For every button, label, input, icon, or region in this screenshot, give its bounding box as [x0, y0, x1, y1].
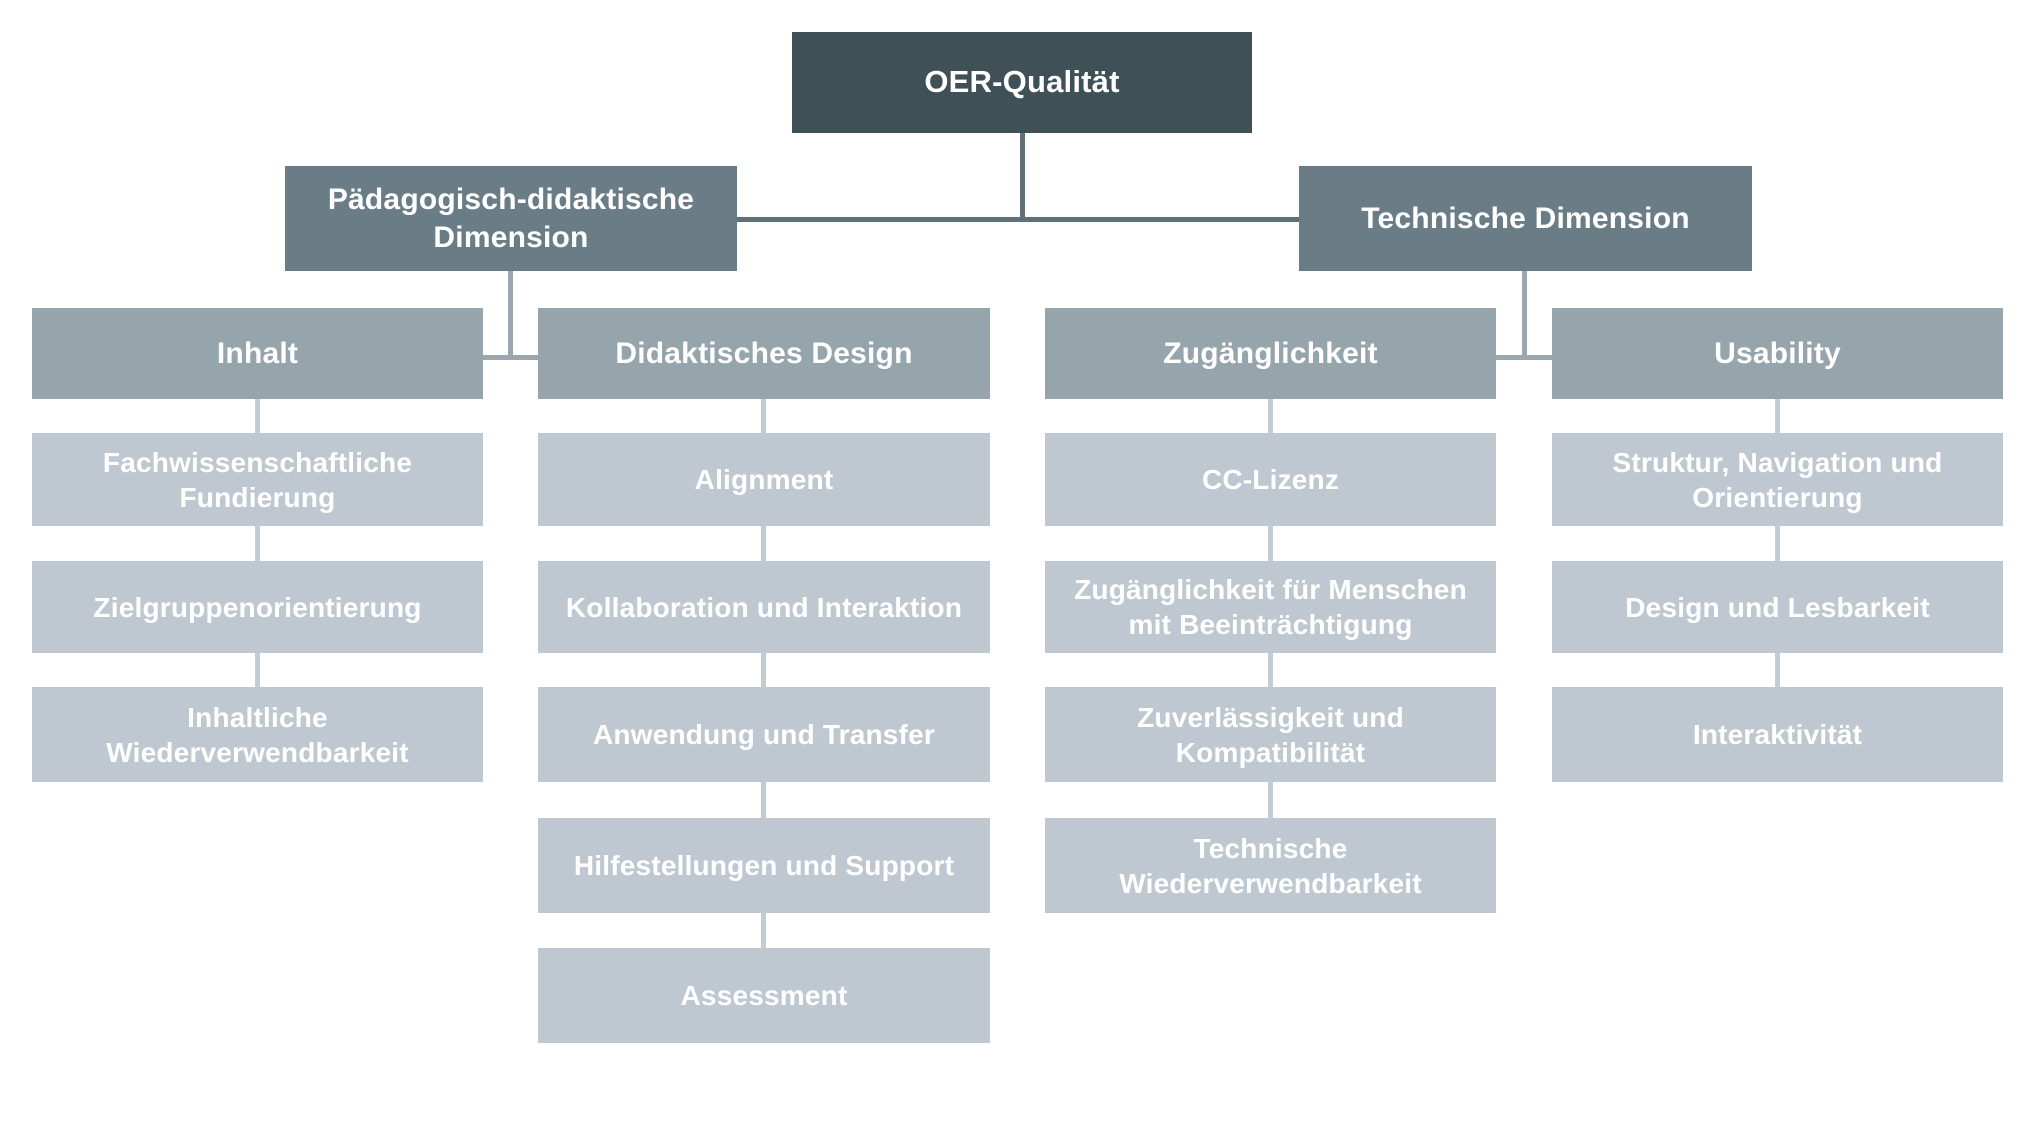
node-dimension-technisch[interactable]: Technische Dimension [1299, 166, 1752, 271]
node-category-zugaenglichkeit[interactable]: Zugänglichkeit [1045, 308, 1496, 399]
node-criterion[interactable]: Interaktivität [1552, 687, 2003, 782]
node-criterion-label: Struktur, Navigation und Orientierung [1612, 446, 1943, 513]
connector-left-dimension-stem [508, 270, 513, 358]
node-criterion-label: Zugänglichkeit für Menschen mit Beeinträ… [1074, 574, 1467, 640]
node-criterion[interactable]: Design und Lesbarkeit [1552, 561, 2003, 653]
connector-column-3-spine [1268, 782, 1273, 818]
connector-right-dimension-stem [1522, 270, 1527, 358]
connector-column-3-spine [1268, 526, 1273, 561]
connector-column-1-spine [255, 653, 260, 687]
connector-root-stem [1020, 133, 1025, 219]
connector-column-2-spine [761, 526, 766, 561]
node-criterion-label: Fachwissenschaftliche Fundierung [102, 446, 413, 513]
node-criterion-label: Technische Wiederverwendbarkeit [1119, 832, 1422, 899]
node-criterion-label: Anwendung und Transfer [593, 719, 935, 750]
connector-column-2-spine [761, 782, 766, 818]
node-criterion[interactable]: Struktur, Navigation und Orientierung [1552, 433, 2003, 526]
node-criterion-label: Interaktivität [1692, 719, 1863, 750]
node-criterion[interactable]: Zugänglichkeit für Menschen mit Beeinträ… [1045, 561, 1496, 653]
connector-column-1-spine [255, 399, 260, 433]
connector-column-3-spine [1268, 653, 1273, 687]
node-criterion[interactable]: Zielgruppenorientierung [32, 561, 483, 653]
node-criterion[interactable]: CC-Lizenz [1045, 433, 1496, 526]
node-root-label: OER-Qualität [924, 64, 1120, 100]
node-criterion-label: Zuverlässigkeit und Kompatibilität [1137, 701, 1404, 768]
node-dimension-label: Pädagogisch-didaktische Dimension [327, 183, 695, 254]
node-root-oer-qualitaet[interactable]: OER-Qualität [792, 32, 1252, 133]
connector-column-4-spine [1775, 399, 1780, 433]
node-criterion-label: Zielgruppenorientierung [93, 591, 422, 623]
node-criterion-label: Design und Lesbarkeit [1625, 591, 1930, 623]
node-criterion[interactable]: Technische Wiederverwendbarkeit [1045, 818, 1496, 913]
node-category-didaktisches-design[interactable]: Didaktisches Design [538, 308, 990, 399]
node-criterion-label: Assessment [680, 980, 848, 1011]
connector-column-1-spine [255, 526, 260, 561]
node-criterion[interactable]: Alignment [538, 433, 990, 526]
node-criterion[interactable]: Anwendung und Transfer [538, 687, 990, 782]
node-category-usability[interactable]: Usability [1552, 308, 2003, 399]
node-category-label: Inhalt [216, 336, 299, 370]
node-category-inhalt[interactable]: Inhalt [32, 308, 483, 399]
node-category-label: Didaktisches Design [615, 336, 913, 370]
connector-right-category-bus [1496, 355, 1552, 360]
node-criterion-label: Alignment [694, 464, 834, 495]
node-criterion[interactable]: Inhaltliche Wiederverwendbarkeit [32, 687, 483, 782]
node-criterion-label: CC-Lizenz [1201, 464, 1340, 495]
connector-column-3-spine [1268, 399, 1273, 433]
node-dimension-paedagogisch-didaktisch[interactable]: Pädagogisch-didaktische Dimension [285, 166, 737, 271]
node-criterion[interactable]: Zuverlässigkeit und Kompatibilität [1045, 687, 1496, 782]
node-criterion-label: Hilfestellungen und Support [573, 850, 955, 881]
node-dimension-label: Technische Dimension [1361, 201, 1690, 235]
connector-column-4-spine [1775, 653, 1780, 687]
connector-column-2-spine [761, 653, 766, 687]
connector-column-4-spine [1775, 526, 1780, 561]
node-criterion[interactable]: Kollaboration und Interaktion [538, 561, 990, 653]
connector-dimension-bus [736, 217, 1300, 222]
node-criterion-label: Kollaboration und Interaktion [565, 591, 963, 623]
node-criterion[interactable]: Assessment [538, 948, 990, 1043]
node-criterion-label: Inhaltliche Wiederverwendbarkeit [106, 701, 409, 768]
node-criterion[interactable]: Hilfestellungen und Support [538, 818, 990, 913]
connector-left-category-bus [483, 355, 539, 360]
node-category-label: Usability [1714, 336, 1841, 370]
node-category-label: Zugänglichkeit [1163, 336, 1378, 370]
connector-column-2-spine [761, 913, 766, 948]
node-criterion[interactable]: Fachwissenschaftliche Fundierung [32, 433, 483, 526]
connector-column-2-spine [761, 399, 766, 433]
